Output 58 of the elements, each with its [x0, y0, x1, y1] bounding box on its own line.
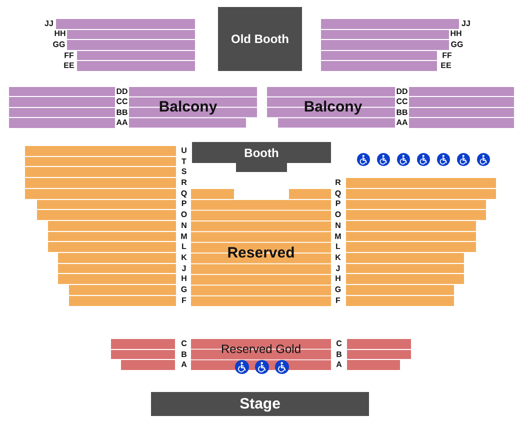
booth-block: [218, 7, 302, 71]
row-label: H: [335, 275, 341, 284]
row-label: L: [336, 243, 340, 252]
row-label: M: [334, 232, 342, 240]
row-label: P: [181, 200, 187, 208]
seating-section: [191, 200, 331, 306]
row-label: M: [180, 232, 188, 240]
row-label: FF: [442, 52, 452, 60]
row-label: HH: [450, 30, 462, 38]
section-label: Booth: [244, 146, 279, 158]
row-label: EE: [440, 62, 452, 70]
row-label: A: [181, 361, 187, 370]
row-label: C: [181, 340, 187, 348]
row-label: Q: [334, 190, 342, 198]
row-label: DD: [396, 88, 408, 96]
row-label: DD: [116, 88, 128, 96]
row-label: CC: [396, 98, 408, 106]
row-label: G: [334, 286, 342, 294]
row-label: EE: [64, 62, 74, 70]
row-label: K: [335, 254, 341, 262]
row-label: N: [335, 222, 341, 230]
row-label: J: [182, 264, 186, 273]
row-label: B: [336, 350, 342, 358]
row-label: Q: [180, 190, 188, 198]
row-label: R: [181, 179, 187, 187]
row-label: J: [336, 264, 340, 273]
section-label: Old Booth: [231, 33, 289, 45]
row-label: N: [181, 222, 187, 230]
stage-block: [151, 392, 369, 416]
row-label: JJ: [462, 20, 470, 28]
section-label: Stage: [240, 396, 280, 412]
row-label: HH: [54, 30, 66, 38]
booth-block: [192, 142, 331, 172]
row-label: CC: [116, 98, 128, 106]
row-label: S: [181, 168, 187, 176]
row-label: T: [182, 158, 186, 166]
row-label: F: [336, 296, 340, 305]
row-label: A: [336, 361, 342, 370]
row-label: BB: [396, 108, 408, 116]
row-label: G: [180, 286, 188, 294]
row-label: L: [182, 243, 186, 252]
row-label: H: [181, 275, 187, 284]
row-label: O: [180, 211, 188, 220]
row-label: F: [182, 296, 186, 305]
row-label: O: [334, 211, 342, 220]
row-label: AA: [116, 118, 128, 127]
row-label: R: [335, 179, 341, 187]
row-label: AA: [396, 118, 408, 127]
row-label: P: [335, 200, 341, 208]
row-label: GG: [450, 41, 464, 49]
row-label: C: [336, 340, 342, 348]
row-label: BB: [116, 108, 128, 116]
row-label: K: [181, 254, 187, 262]
row-label: GG: [52, 41, 66, 49]
row-label: U: [181, 146, 187, 155]
row-label: B: [181, 350, 187, 358]
row-label: FF: [64, 52, 74, 60]
row-label: JJ: [44, 20, 54, 28]
